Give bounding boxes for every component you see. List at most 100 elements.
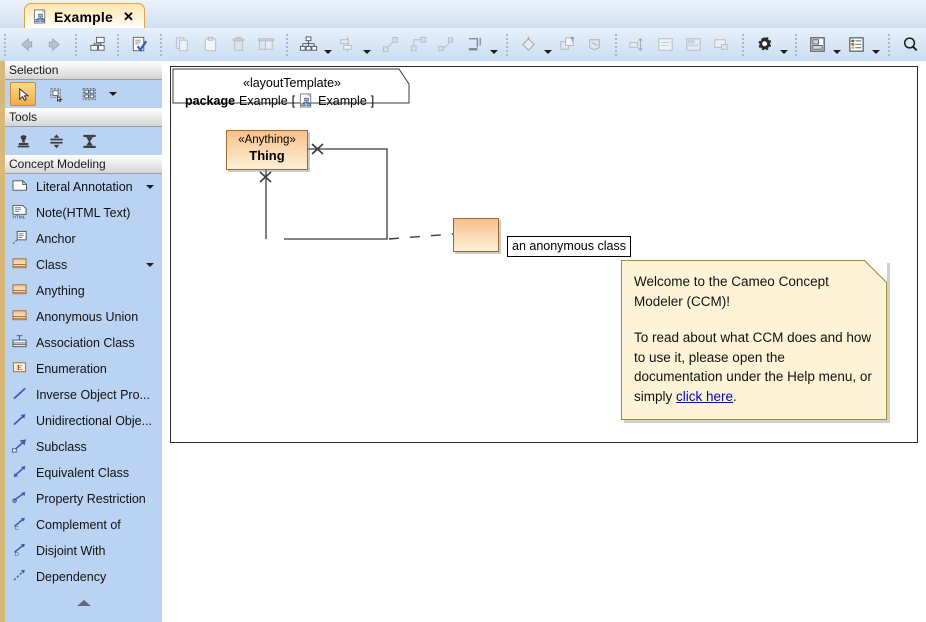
palette-item-note-html-text[interactable]: HTML Note(HTML Text) <box>5 200 162 226</box>
palette-item-equivalent-class[interactable]: Equivalent Class <box>5 460 162 486</box>
class-anonymous[interactable] <box>453 218 499 252</box>
compartment-icon[interactable] <box>652 31 680 59</box>
line-direct-icon[interactable] <box>377 31 405 59</box>
toolbar-separator <box>613 33 620 56</box>
format-painter-icon[interactable] <box>581 31 609 59</box>
options-menu-caret[interactable] <box>778 30 789 60</box>
paint-bucket-icon[interactable] <box>514 31 542 59</box>
class-thing-stereotype: «Anything» <box>238 134 296 146</box>
bring-front-icon[interactable] <box>553 31 581 59</box>
palette-item-label: Class <box>36 258 68 272</box>
palette-item-class[interactable]: Class <box>5 252 162 278</box>
palette-section-tools-header[interactable]: Tools <box>5 108 162 127</box>
note-click-here-link[interactable]: click here <box>676 388 734 404</box>
palette-item-anonymous-union[interactable]: Anonymous Union <box>5 304 162 330</box>
align-menu-caret[interactable] <box>362 30 373 60</box>
palette-item-label: Equivalent Class <box>36 466 130 480</box>
class-box-icon <box>11 282 29 300</box>
gear-icon[interactable] <box>750 31 778 59</box>
chevron-down-icon <box>490 49 498 54</box>
palette-item-label: Complement of <box>36 518 121 532</box>
legend-menu-caret[interactable] <box>871 30 882 60</box>
package-bracket-open: [ <box>291 93 296 108</box>
paste-button[interactable] <box>196 31 224 59</box>
containment-tree-button[interactable] <box>83 31 111 59</box>
palette-item-inverse-object-property[interactable]: Inverse Object Pro... <box>5 382 162 408</box>
anonymous-class-label[interactable]: an anonymous class <box>507 236 631 257</box>
tab-example[interactable]: Example ✕ <box>24 3 145 29</box>
back-button[interactable] <box>13 31 41 59</box>
palette-item-label: Inverse Object Pro... <box>36 388 150 402</box>
stamp-tool[interactable] <box>10 129 36 153</box>
palette-collapse-button[interactable] <box>5 590 162 616</box>
trash-multiple-icon[interactable] <box>252 31 280 59</box>
suppress-icon[interactable] <box>680 31 708 59</box>
palette-item-dependency[interactable]: Dependency <box>5 564 162 590</box>
palette-item-anchor[interactable]: Anchor <box>5 226 162 252</box>
trash-icon[interactable] <box>224 31 252 59</box>
search-icon[interactable] <box>896 31 924 59</box>
package-header[interactable]: «layoutTemplate» package Example [ <box>179 74 405 114</box>
palette-item-complement-of[interactable]: C Complement of <box>5 512 162 538</box>
diagram-canvas[interactable]: «layoutTemplate» package Example [ <box>162 61 926 622</box>
note-text: Welcome to the Cameo Concept Modeler (CC… <box>634 272 872 406</box>
palette-item-label: Anonymous Union <box>36 310 139 324</box>
line-bezier-icon[interactable] <box>433 31 461 59</box>
palette-item-anything[interactable]: Anything <box>5 278 162 304</box>
legend-list-icon[interactable] <box>843 31 871 59</box>
svg-text:HTML: HTML <box>13 214 26 219</box>
package-keyword: package <box>185 93 236 108</box>
marquee-select-tool[interactable] <box>43 82 69 106</box>
distribute-vertical-tool[interactable] <box>43 129 69 153</box>
literal-annotation-menu-caret[interactable] <box>146 185 154 189</box>
line-jumps-icon[interactable] <box>461 31 489 59</box>
toolbar-group-tree <box>81 29 113 60</box>
layout-panes-menu-caret[interactable] <box>832 30 843 60</box>
toolbar-group-options <box>748 29 791 60</box>
fill-color-menu-caret[interactable] <box>542 30 553 60</box>
close-icon[interactable]: ✕ <box>123 8 134 24</box>
palette-item-unidirectional-object-property[interactable]: Unidirectional Obje... <box>5 408 162 434</box>
welcome-note[interactable]: Welcome to the Cameo Concept Modeler (CC… <box>621 260 887 420</box>
class-thing[interactable]: «Anything» Thing <box>226 130 308 170</box>
package-bracket-close: ] <box>370 93 375 108</box>
select-all-tool[interactable] <box>76 82 102 106</box>
palette-item-subclass[interactable]: Subclass <box>5 434 162 460</box>
fit-size-icon[interactable] <box>624 31 652 59</box>
palette-item-label: Association Class <box>36 336 135 350</box>
palette-item-label: Anchor <box>36 232 76 246</box>
palette-item-disjoint-with[interactable]: D Disjoint With <box>5 538 162 564</box>
palette-section-selection-header[interactable]: Selection <box>5 61 162 80</box>
palette-item-enumeration[interactable]: E Enumeration <box>5 356 162 382</box>
class-menu-caret[interactable] <box>146 263 154 267</box>
toolbar-group-layout <box>293 29 375 60</box>
hierarchy-menu-caret[interactable] <box>323 30 334 60</box>
palette-item-label: Subclass <box>36 440 87 454</box>
select-tool[interactable] <box>10 82 36 106</box>
palette-item-label: Property Restriction <box>36 492 146 506</box>
align-icon[interactable] <box>334 31 362 59</box>
palette-item-association-class[interactable]: Association Class <box>5 330 162 356</box>
note-shape-icon <box>11 178 29 196</box>
palette-item-property-restriction[interactable]: Property Restriction <box>5 486 162 512</box>
class-box-icon <box>11 256 29 274</box>
copy-button[interactable] <box>168 31 196 59</box>
hourglass-tool[interactable] <box>76 129 102 153</box>
toolbar-separator <box>793 33 800 56</box>
symbol-icon[interactable] <box>708 31 736 59</box>
line-jumps-menu-caret[interactable] <box>489 30 500 60</box>
validate-button[interactable] <box>126 31 154 59</box>
forward-button[interactable] <box>41 31 69 59</box>
tab-strip: Example ✕ <box>0 0 926 29</box>
selection-menu-caret[interactable] <box>109 92 117 96</box>
note-fold-line <box>864 260 887 283</box>
toolbar-group-search <box>894 29 926 60</box>
layout-panes-icon[interactable] <box>804 31 832 59</box>
diagram-frame[interactable]: «layoutTemplate» package Example [ <box>170 66 918 443</box>
palette-section-concept-modeling-header[interactable]: Concept Modeling <box>5 155 162 174</box>
hierarchy-icon[interactable] <box>295 31 323 59</box>
palette-item-literal-annotation[interactable]: Literal Annotation <box>5 174 162 200</box>
line-ortho-icon[interactable] <box>405 31 433 59</box>
toolbar-separator <box>885 33 892 56</box>
